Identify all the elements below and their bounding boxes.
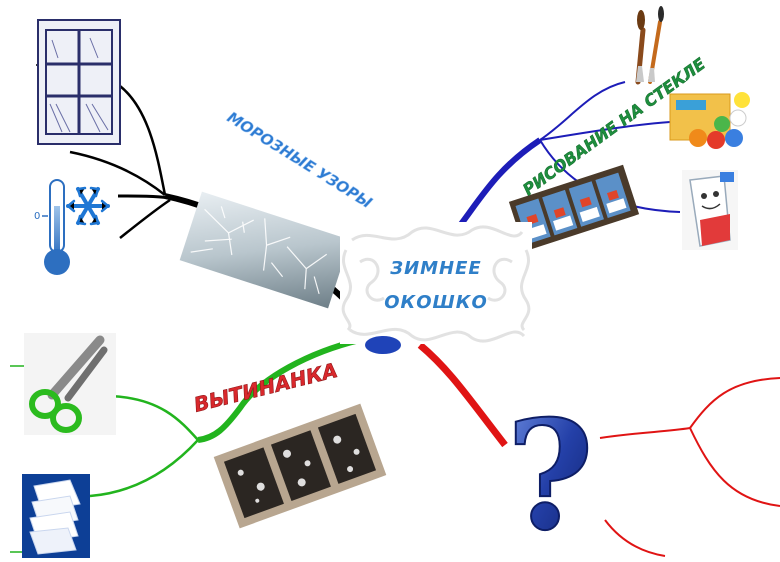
thermometer-scale-label: 0 [34, 211, 40, 222]
center-title-line1: ЗИМНЕЕ [389, 258, 481, 279]
painted-windows-photo [508, 164, 640, 252]
window-cutouts-photo [213, 403, 387, 529]
label-frost-patterns: МОРОЗНЫЕ УЗОРЫ [224, 108, 376, 212]
center-node: ЗИМНЕЕ ОКОШКО [340, 222, 532, 354]
branch-question [417, 342, 780, 557]
paper-stack-icon [22, 474, 90, 558]
window-icon [37, 19, 121, 145]
scissors-icon [24, 333, 116, 435]
question-mark-icon: ? [505, 387, 595, 562]
label-vytynanka: ВЫТИНАНКА [191, 358, 340, 417]
thermometer-icon: 0 [22, 172, 118, 276]
paint-jars-icon [669, 92, 750, 149]
center-title-line2: ОКОШКО [384, 292, 488, 313]
paintbrushes-icon [635, 6, 664, 85]
svg-text:?: ? [506, 388, 594, 562]
toothpaste-icon [682, 170, 738, 250]
snowflake-icon [66, 186, 110, 226]
frost-photo [179, 191, 351, 309]
